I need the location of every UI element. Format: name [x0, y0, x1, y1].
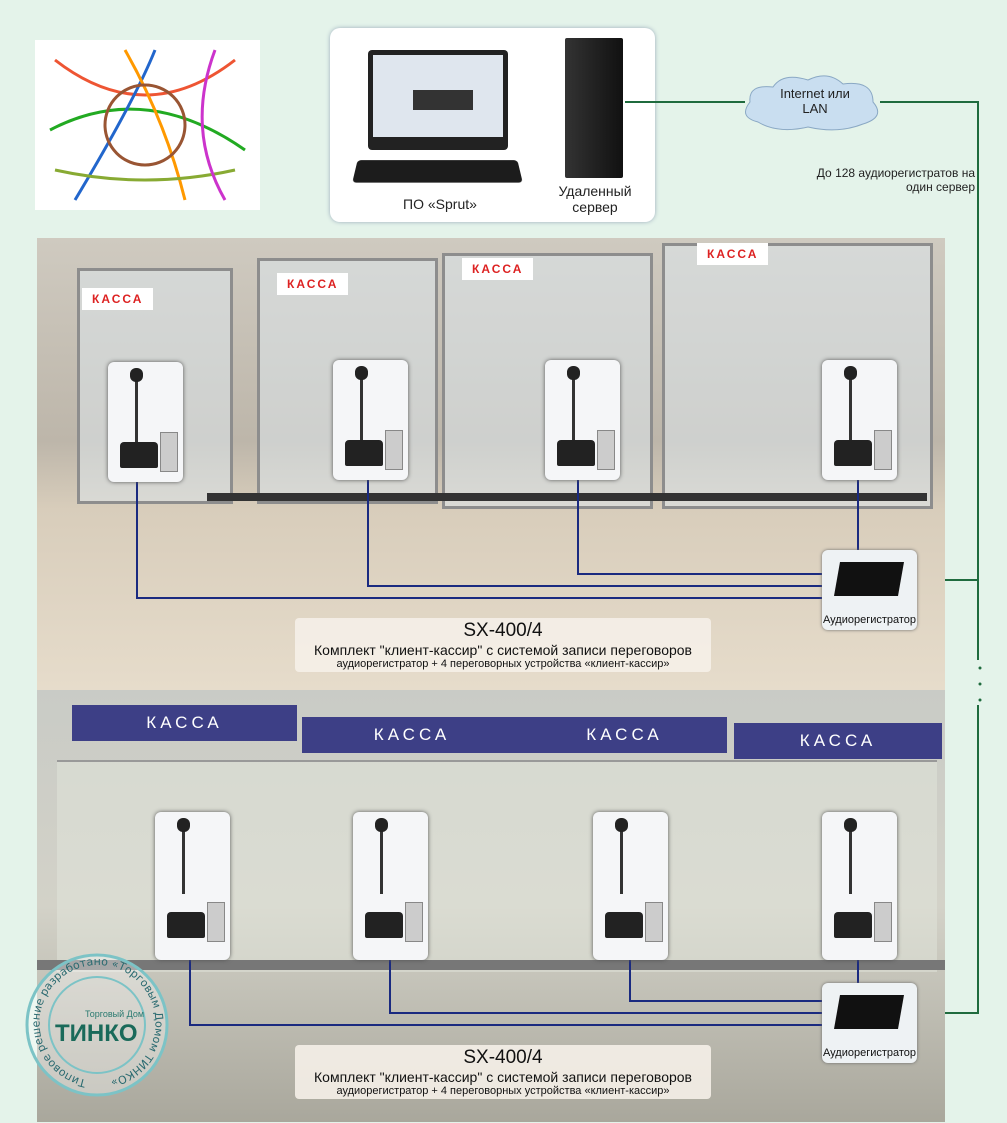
- kit-model: SX-400/4: [463, 620, 543, 641]
- svg-text:ТИНКО: ТИНКО: [55, 1020, 138, 1047]
- metro-map-icon: [49, 49, 246, 201]
- intercom-device: [155, 812, 230, 960]
- intercom-device: [333, 360, 408, 480]
- monitor-icon: [368, 50, 508, 150]
- intercom-device: [822, 360, 897, 480]
- intercom-device: [108, 362, 183, 482]
- recorder-label: Аудиорегистратор: [822, 1047, 917, 1059]
- server-label: Удаленный сервер: [558, 183, 632, 215]
- kassa-sign: КАССА: [82, 288, 154, 310]
- ticket-window-sign: КАССА: [734, 723, 942, 759]
- kit-subtitle: аудиорегистратор + 4 переговорных устрой…: [336, 658, 670, 670]
- kit-title: Комплект "клиент-кассир" с системой запи…: [314, 642, 692, 658]
- audio-recorder: Аудиорегистратор: [822, 983, 917, 1063]
- cloud-label: Internet или LAN: [780, 86, 850, 116]
- kit-caption-1: SX-400/4 Комплект "клиент-кассир" с сист…: [295, 618, 711, 672]
- ticket-window-sign: КАССА: [72, 705, 297, 741]
- ticket-window-sign: КАССА: [302, 717, 522, 753]
- kit-subtitle: аудиорегистратор + 4 переговорных устрой…: [336, 1085, 670, 1097]
- capacity-note: До 128 аудиорегистратов на один сервер: [816, 166, 975, 194]
- software-label: ПО «Sprut»: [403, 196, 477, 212]
- intercom-device: [822, 812, 897, 960]
- recorder-label: Аудиорегистратор: [822, 614, 917, 626]
- svg-text:Торговый Дом: Торговый Дом: [85, 1009, 144, 1019]
- kit-model: SX-400/4: [463, 1047, 543, 1068]
- server-tower-icon: [565, 38, 623, 178]
- audio-recorder: Аудиорегистратор: [822, 550, 917, 630]
- server-block: ПО «Sprut» Удаленный сервер: [330, 28, 655, 222]
- cloud-icon: [745, 75, 879, 131]
- kassa-sign: КАССА: [697, 243, 769, 265]
- tinko-stamp: Типовое решение разработано «Торговым До…: [25, 953, 169, 1097]
- kassa-sign: КАССА: [462, 258, 534, 280]
- ticket-office-photo-1: КАССА КАССА КАССА КАССА: [37, 238, 945, 690]
- kit-title: Комплект "клиент-кассир" с системой запи…: [314, 1069, 692, 1085]
- ticket-window-sign: КАССА: [522, 717, 727, 753]
- kassa-sign: КАССА: [277, 273, 349, 295]
- kit-caption-2: SX-400/4 Комплект "клиент-кассир" с сист…: [295, 1045, 711, 1099]
- intercom-device: [593, 812, 668, 960]
- intercom-device: [353, 812, 428, 960]
- metro-map-image: [35, 40, 260, 210]
- intercom-device: [545, 360, 620, 480]
